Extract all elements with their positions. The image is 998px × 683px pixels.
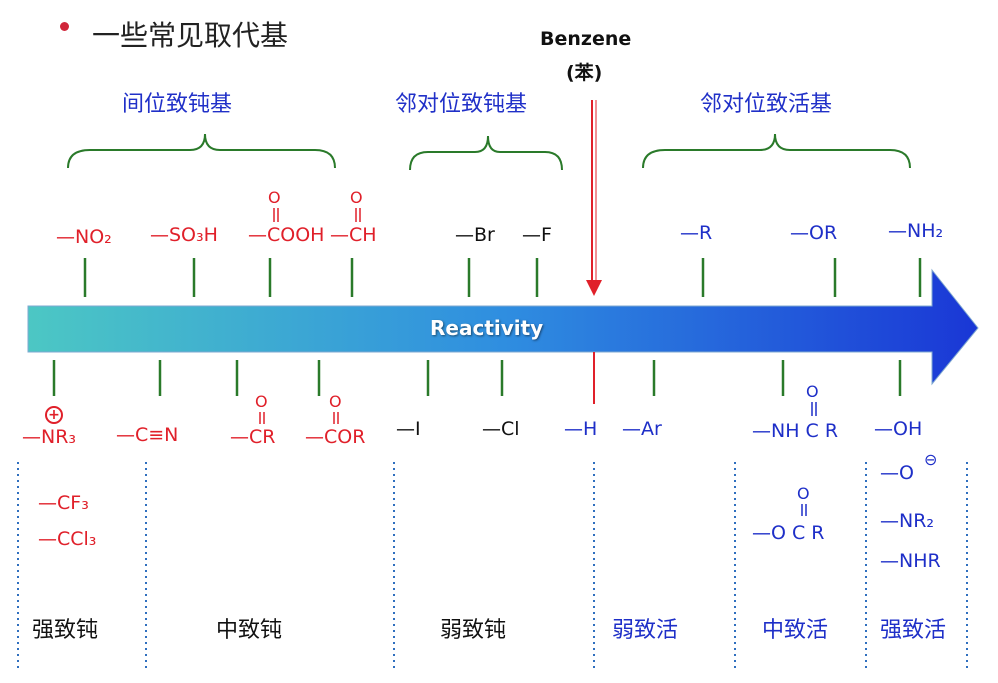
substituent-so3h: —SO₃H — [150, 224, 218, 246]
substituent-f: —F — [522, 224, 552, 246]
op-deactivating-label: 邻对位致钝基 — [395, 92, 528, 117]
category-weak-deactivating: 弱致钝 — [440, 618, 507, 643]
positive-charge-icon: + — [45, 406, 63, 424]
carbonyl-o-coor: O — [329, 392, 342, 411]
substituent-ar: —Ar — [622, 418, 662, 440]
substituent-coor: —COR — [305, 426, 366, 448]
substituent-cf3: —CF₃ — [38, 492, 89, 514]
category-weak-activating: 弱致活 — [612, 618, 679, 643]
substituent-nhcor: —NH C R — [752, 420, 839, 442]
substituent-cho: —CH — [330, 224, 377, 246]
bullet-icon — [60, 22, 69, 31]
substituent-ocor: —O C R — [752, 522, 825, 544]
carbonyl-o-ocor: O — [797, 484, 810, 503]
substituent-nr3: —NR₃ — [22, 426, 77, 448]
category-moderate-deactivating: 中致钝 — [216, 618, 283, 643]
benzene-pointer — [586, 280, 602, 296]
page-title: 一些常见取代基 — [92, 19, 289, 52]
reactivity-axis-label: Reactivity — [430, 316, 544, 340]
benzene-label: Benzene — [540, 28, 632, 50]
substituent-br: —Br — [455, 224, 495, 246]
carbonyl-o-cho: O — [350, 188, 363, 207]
negative-charge-icon: ⊖ — [924, 450, 938, 469]
brace-op-act — [642, 133, 911, 169]
benzene-cn-label: (苯) — [566, 62, 603, 84]
reactivity-arrow — [27, 268, 979, 386]
substituent-nhr: —NHR — [880, 550, 941, 572]
substituent-o-minus: —O — [880, 462, 914, 484]
substituent-h: —H — [564, 418, 598, 440]
carbonyl-o-cor: O — [255, 392, 268, 411]
substituent-or: —OR — [790, 222, 838, 244]
substituent-i: —I — [396, 418, 421, 440]
substituent-cn: —C≡N — [116, 424, 179, 446]
substituent-cooh: —COOH — [248, 224, 325, 246]
substituent-cor: —CR — [230, 426, 276, 448]
substituent-no2: —NO₂ — [56, 226, 112, 248]
brace-op-deact — [409, 135, 563, 171]
substituent-r: —R — [680, 222, 713, 244]
substituent-oh: —OH — [874, 418, 923, 440]
category-moderate-activating: 中致活 — [762, 618, 829, 643]
op-activating-label: 邻对位致活基 — [700, 92, 833, 117]
brace-meta — [67, 133, 336, 169]
category-strong-activating: 强致活 — [880, 618, 947, 643]
substituent-ccl3: —CCl₃ — [38, 528, 97, 550]
substituent-nr2: —NR₂ — [880, 510, 935, 532]
meta-deactivating-label: 间位致钝基 — [122, 92, 233, 117]
substituent-nh2: —NH₂ — [888, 220, 944, 242]
category-strong-deactivating: 强致钝 — [32, 618, 99, 643]
carbonyl-o-nhcor: O — [806, 382, 819, 401]
substituent-cl: —Cl — [482, 418, 520, 440]
carbonyl-o-cooh: O — [268, 188, 281, 207]
